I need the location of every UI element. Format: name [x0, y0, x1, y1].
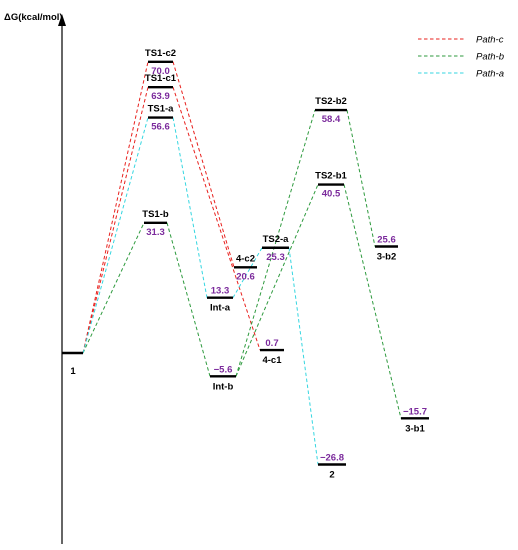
species-label-2: 2 — [329, 469, 334, 480]
energy-value-TS2-b2: 58.4 — [322, 114, 341, 125]
connector-Int-a-TS2-a — [232, 247, 263, 298]
species-label-4-c2: 4-c2 — [236, 253, 255, 264]
species-label-3-b2: 3-b2 — [377, 252, 397, 263]
species-label-3-b1: 3-b1 — [405, 423, 425, 434]
energy-value-2: −26.8 — [320, 452, 344, 463]
energy-value-3-b1: −15.7 — [403, 406, 427, 417]
connector-TS1-a-Int-a — [172, 117, 208, 298]
species-label-Int-b: Int-b — [213, 381, 234, 392]
energy-value-TS1-a: 56.6 — [151, 122, 170, 133]
energy-value-TS1-c1: 63.9 — [151, 91, 170, 102]
connector-Int-b-TS2-b2 — [235, 109, 316, 377]
y-axis-label: ΔG(kcal/mol) — [4, 12, 63, 23]
species-label-4-c1: 4-c1 — [262, 355, 282, 366]
connector-TS2-b2-3-b2 — [346, 109, 376, 247]
species-label-TS1-b: TS1-b — [142, 209, 169, 220]
energy-value-TS2-a: 25.3 — [266, 252, 285, 263]
species-label-TS2-b1: TS2-b1 — [315, 171, 347, 182]
energy-value-TS2-b1: 40.5 — [322, 189, 341, 200]
connector-Int-b-TS2-b1 — [235, 184, 319, 377]
energy-value-4-c1: 0.7 — [265, 338, 278, 349]
energy-value-TS1-c2: 70.0 — [151, 66, 170, 77]
connector-TS1-b-Int-b — [166, 222, 211, 377]
species-label-TS2-b2: TS2-b2 — [315, 96, 347, 107]
connector-1-TS1-a — [82, 117, 149, 354]
species-label-Int-a: Int-a — [210, 303, 231, 314]
connector-TS2-b1-3-b1 — [343, 184, 402, 419]
energy-value-Int-a: 13.3 — [211, 286, 230, 297]
connector-1-TS1-c2 — [82, 61, 149, 354]
energy-value-Int-b: −5.6 — [214, 364, 233, 375]
species-label-TS1-c2: TS1-c2 — [145, 48, 176, 59]
species-label-1: 1 — [70, 366, 76, 377]
species-label-TS2-a: TS2-a — [263, 234, 290, 245]
y-axis-arrow — [58, 14, 66, 26]
connector-TS2-a-2 — [288, 247, 319, 465]
energy-value-TS1-b: 31.3 — [146, 227, 165, 238]
species-label-TS1-c1: TS1-c1 — [145, 73, 177, 84]
legend-label-Path-a: Path-a — [476, 69, 504, 80]
energy-value-3-b2: 25.6 — [377, 235, 396, 246]
legend-label-Path-c: Path-c — [476, 35, 504, 46]
legend-label-Path-b: Path-b — [476, 52, 504, 63]
connector-TS1-c1-4-c1 — [172, 87, 261, 351]
species-label-TS1-a: TS1-a — [148, 104, 175, 115]
connector-TS1-c2-4-c2 — [172, 61, 235, 268]
energy-value-4-c2: 20.6 — [236, 271, 255, 282]
connector-1-TS1-c1 — [82, 87, 149, 354]
